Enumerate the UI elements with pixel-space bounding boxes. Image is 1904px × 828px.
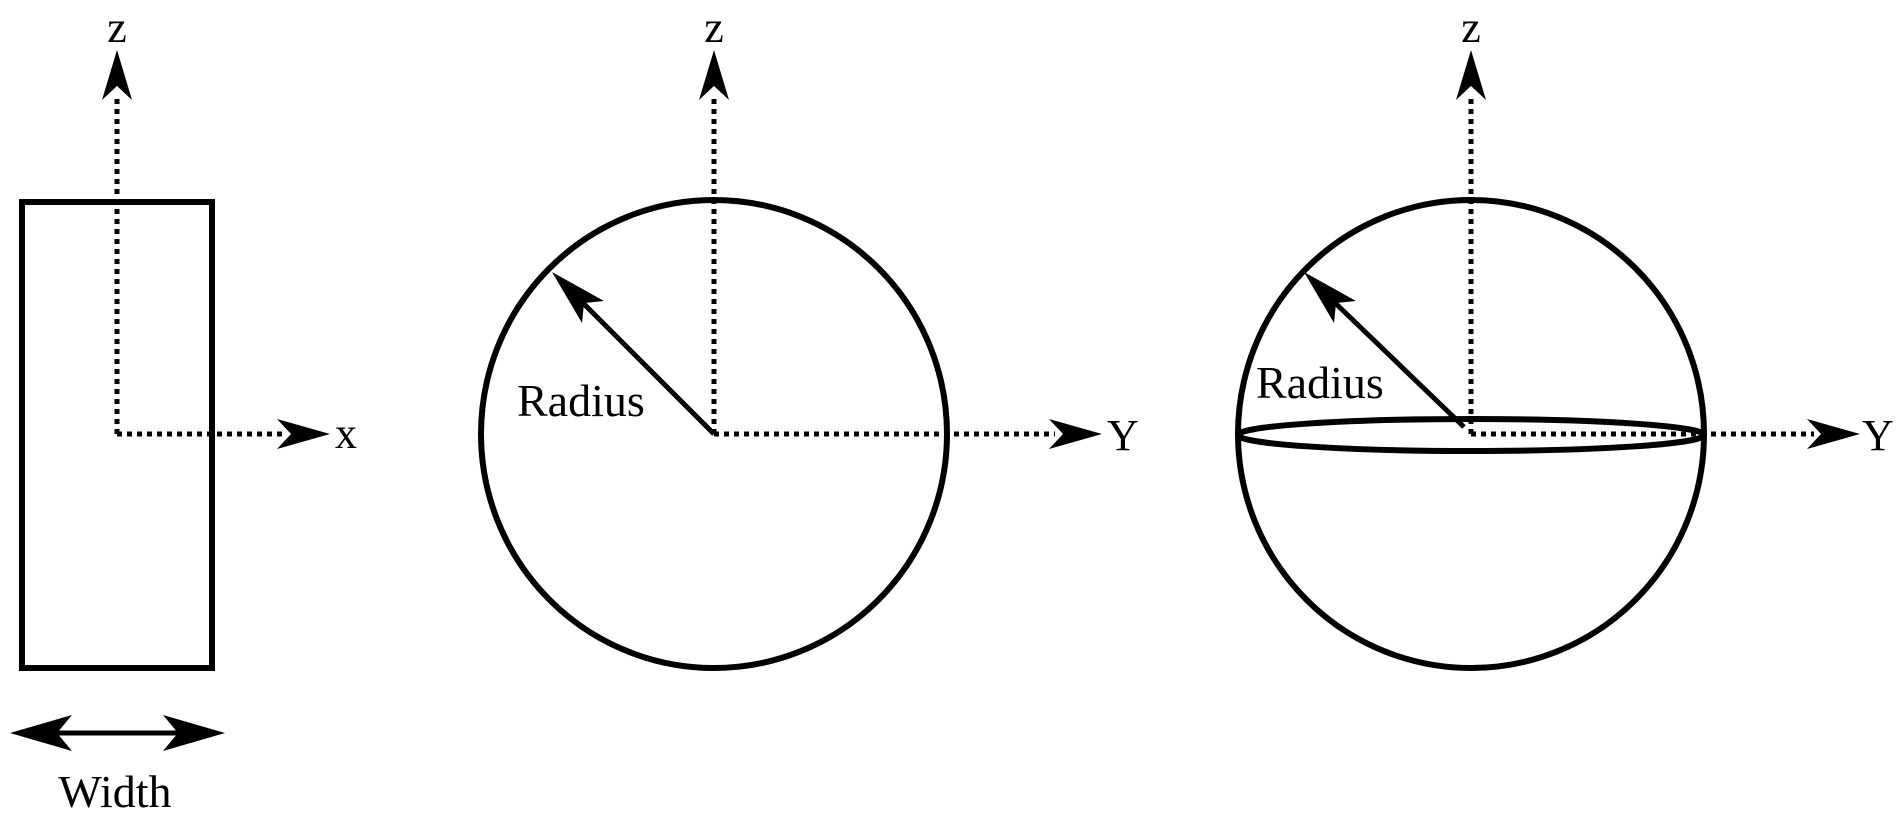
disk-z-arrowhead bbox=[699, 50, 729, 100]
sphere-y-arrowhead bbox=[1807, 419, 1860, 449]
slab-z-arrowhead bbox=[102, 50, 132, 100]
slab-x-axis-label: x bbox=[335, 409, 357, 458]
disk-z-axis-label: z bbox=[704, 3, 724, 52]
disk-radius-arrowhead bbox=[552, 272, 604, 323]
sphere-radius-label: Radius bbox=[1256, 357, 1384, 408]
slab-x-arrowhead bbox=[277, 419, 330, 449]
sphere-radius-line bbox=[1328, 296, 1466, 429]
sphere-z-arrowhead bbox=[1456, 50, 1486, 100]
disk-radius-label: Radius bbox=[517, 375, 645, 426]
disk-radius-line bbox=[576, 296, 716, 436]
slab-z-axis-label: z bbox=[107, 3, 127, 52]
sphere-y-axis-label: Y bbox=[1862, 411, 1894, 460]
width-label: Width bbox=[58, 766, 171, 817]
sphere-z-axis-label: z bbox=[1461, 3, 1481, 52]
width-right-arrowhead bbox=[163, 715, 225, 751]
width-left-arrowhead bbox=[10, 715, 72, 751]
sphere-panel: z Y Radius bbox=[1235, 3, 1894, 671]
slab-panel: z x Width bbox=[10, 3, 357, 817]
disk-y-axis-label: Y bbox=[1107, 411, 1139, 460]
sphere-radius-arrowhead bbox=[1304, 272, 1356, 323]
disk-panel: z Y Radius bbox=[478, 3, 1139, 671]
disk-y-arrowhead bbox=[1049, 419, 1102, 449]
